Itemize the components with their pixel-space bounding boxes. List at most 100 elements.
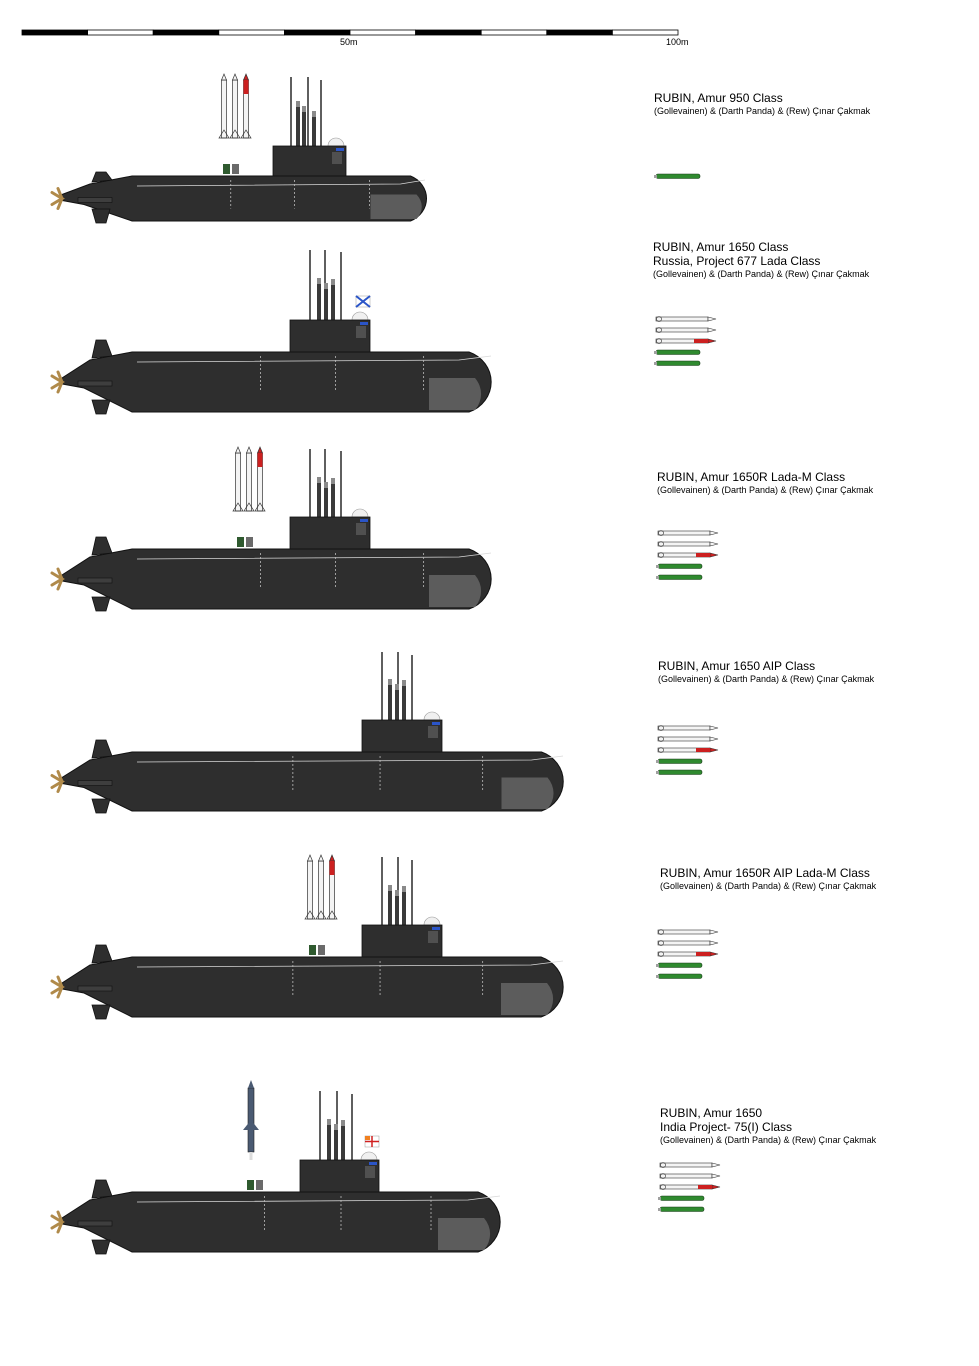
sail-panel [356, 326, 366, 338]
weapon-missile-tail [658, 530, 664, 536]
propeller [50, 1210, 65, 1234]
sail-light [432, 722, 440, 725]
mast [320, 80, 322, 148]
radome [327, 137, 345, 147]
weapon-missile-band [696, 553, 710, 557]
mast-head [317, 278, 321, 284]
bow-panel [429, 575, 482, 607]
submarine-title-line: RUBIN, Amur 1650 Class [653, 240, 789, 254]
weapon-torpedo-prop [654, 351, 657, 354]
weapon-torpedo-prop [656, 760, 659, 763]
weapon-missile-nose [709, 725, 719, 731]
deck-box [256, 1180, 263, 1190]
missile-fins [326, 910, 338, 920]
weapon-icons [656, 725, 719, 775]
stern-fin-lower [91, 596, 111, 612]
bow-panel [501, 983, 554, 1015]
deck-box [247, 1180, 254, 1190]
weapon-missile-icon [657, 530, 711, 536]
weapon-torpedo-icon [657, 973, 703, 979]
stern-plane [77, 380, 113, 387]
mast [296, 105, 300, 148]
author-credit: (Gollevainen) & (Darth Panda) & (Rew) Çı… [653, 269, 870, 279]
weapon-missile-tail [660, 1173, 666, 1179]
sail-panel [428, 726, 438, 738]
weapon-torpedo-prop [656, 771, 659, 774]
deck-box [309, 945, 316, 955]
author-credit: (Gollevainen) & (Darth Panda) & (Rew) Çı… [660, 881, 877, 891]
stern-fin-lower [91, 208, 111, 224]
mast-head [331, 478, 335, 484]
weapon-torpedo-prop [656, 576, 659, 579]
stern-fin-upper [91, 944, 113, 964]
weapon-missile-band [698, 1185, 712, 1189]
missile-red-band [243, 80, 249, 94]
weapon-missile-tail [658, 929, 664, 935]
hull [61, 956, 564, 1018]
mast [341, 1124, 345, 1162]
mast [402, 684, 406, 722]
mast [324, 287, 328, 322]
submarine-profile [50, 1080, 501, 1255]
cruise-missile-nose [248, 1080, 254, 1088]
weapon-missile-nose [709, 747, 719, 753]
mast-head [402, 886, 406, 892]
weapon-missile-tail [656, 327, 662, 333]
missile-fins [304, 910, 316, 920]
weapon-missile-nose [711, 1162, 721, 1168]
radome [351, 508, 369, 518]
weapon-missile-nose [707, 316, 717, 322]
weapon-torpedo-icon [657, 769, 703, 775]
weapon-torpedo-prop [656, 975, 659, 978]
weapon-missile-tail [656, 338, 662, 344]
submarine-profile [50, 652, 564, 814]
mast [307, 77, 309, 148]
hull [61, 1191, 501, 1253]
mast [290, 77, 292, 148]
stern-plane [77, 985, 113, 992]
deck-line [136, 355, 492, 363]
missile-fins [315, 910, 327, 920]
stern-fin-upper [91, 339, 113, 359]
mast [331, 283, 335, 322]
weapon-missile-nose [709, 530, 719, 536]
mast [411, 860, 413, 927]
weapon-missile-tail [658, 951, 664, 957]
submarine-title-line: RUBIN, Amur 1650 [660, 1106, 763, 1120]
submarine-title-line: India Project- 75(I) Class [660, 1120, 793, 1134]
scale-segment [349, 29, 416, 36]
hull [61, 751, 564, 812]
weapon-torpedo-icon [657, 758, 703, 764]
stern-fin-upper [91, 1179, 113, 1199]
stern-plane [77, 577, 113, 584]
missile-fins [243, 502, 255, 512]
flag-cross [365, 1136, 379, 1147]
weapon-missile-nose [709, 951, 719, 957]
mast [324, 486, 328, 519]
missile-nose [234, 446, 242, 454]
weapon-missile-tail [656, 316, 662, 322]
scale-segment [87, 29, 154, 36]
scale-segment [218, 29, 285, 36]
sail-panel [365, 1166, 375, 1178]
sail-light [360, 519, 368, 522]
missile-fins [218, 129, 230, 139]
mast-head [324, 482, 328, 488]
scale-segment [546, 29, 613, 36]
weapon-missile-tail [658, 747, 664, 753]
mast [334, 1128, 338, 1162]
weapon-missile-icon [657, 541, 711, 547]
mast [381, 857, 383, 927]
weapon-torpedo-prop [654, 175, 657, 178]
sail-light [360, 322, 368, 325]
author-credit: (Gollevainen) & (Darth Panda) & (Rew) Çı… [654, 106, 871, 116]
weapon-torpedo-icon [659, 1195, 705, 1201]
sail-light [432, 927, 440, 930]
mast [381, 652, 383, 722]
mast-head [395, 684, 399, 690]
weapon-torpedo-icon [655, 360, 701, 366]
submarine-profile [50, 854, 564, 1020]
weapon-missile-nose [707, 338, 717, 344]
stern-fin-lower [91, 1239, 111, 1255]
mast [317, 282, 321, 322]
